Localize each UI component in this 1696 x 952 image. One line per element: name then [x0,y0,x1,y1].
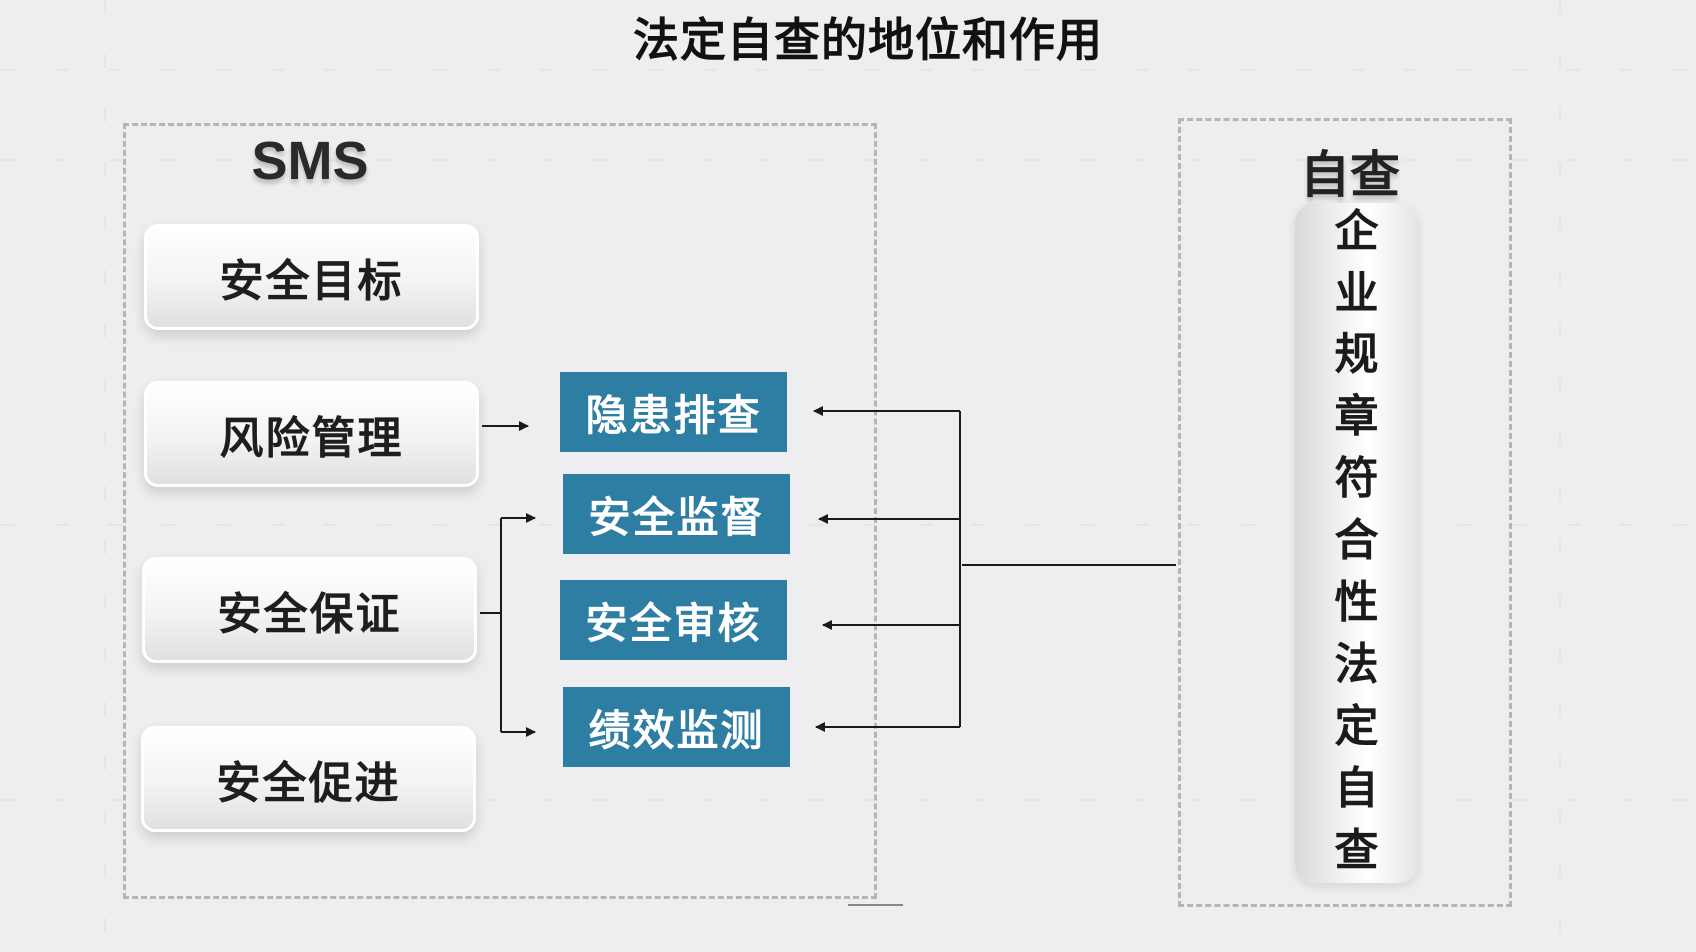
action-hazard-inspection: 隐患排查 [560,372,787,452]
sms-item-safety-objectives: 安全目标 [144,224,479,330]
column-char: 企 [1334,206,1379,257]
action-performance-monitoring: 绩效监测 [563,687,790,767]
column-char: 章 [1334,391,1379,442]
page-title: 法定自查的地位和作用 [633,13,1103,67]
sms-item-safety-promotion: 安全促进 [141,726,476,832]
column-char: 规 [1334,329,1379,380]
self-check-group-frame [1178,118,1512,907]
compliance-self-check-column [1295,203,1418,883]
sms-group-frame [123,123,877,899]
column-char: 性 [1334,577,1379,628]
column-char: 合 [1334,515,1379,566]
column-char: 业 [1334,268,1379,319]
sms-item-safety-assurance: 安全保证 [142,557,477,663]
sms-item-risk-management: 风险管理 [144,381,479,487]
action-safety-audit: 安全审核 [560,580,787,660]
column-char: 定 [1334,701,1379,752]
self-check-heading: 自查 [1300,146,1400,204]
column-char: 符 [1334,453,1379,504]
column-char: 自 [1334,763,1379,814]
column-char: 查 [1334,825,1379,876]
action-safety-supervision: 安全监督 [563,474,790,554]
sms-heading: SMS [251,131,369,191]
column-char: 法 [1334,639,1379,690]
